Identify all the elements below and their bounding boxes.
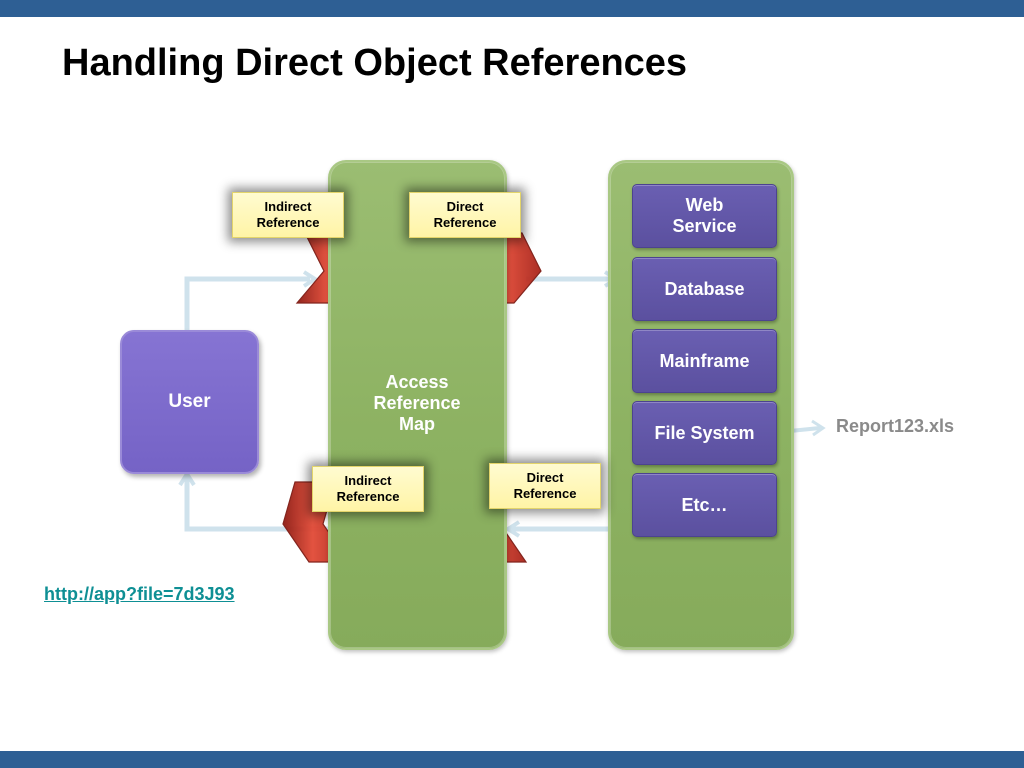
connector-user-to-map-arrowhead [302, 270, 319, 288]
bottom-banner [0, 751, 1024, 768]
note-direct-reference-bottom: Direct Reference [489, 463, 601, 509]
note-label: Direct Reference [433, 199, 497, 230]
note-indirect-reference-bottom: Indirect Reference [312, 466, 424, 512]
note-indirect-reference-top: Indirect Reference [232, 192, 344, 238]
resource-label: Database [664, 278, 745, 299]
resource-database: Database [632, 257, 777, 321]
connector-map-to-user [184, 478, 330, 532]
example-url-link[interactable]: http://app?file=7d3J93 [44, 584, 235, 604]
resource-web-service: Web Service [632, 184, 777, 248]
access-reference-map-panel [328, 160, 507, 650]
map-label-line: Reference [373, 393, 461, 413]
note-label: Indirect Reference [336, 473, 400, 504]
resource-etc: Etc… [632, 473, 777, 537]
resource-label: Mainframe [659, 350, 750, 371]
connector-resources-to-map-arrowhead [504, 520, 521, 538]
slide-title: Handling Direct Object References [62, 42, 688, 84]
report-file-label: Report123.xls [836, 416, 955, 436]
resource-file-system: File System [632, 401, 777, 465]
map-label-line: Map [399, 414, 435, 434]
connector-user-to-map [184, 276, 310, 332]
user-box: User [120, 330, 259, 474]
resource-label: File System [654, 422, 755, 443]
connector-file-to-report-arrowhead [811, 419, 826, 437]
user-label: User [168, 391, 211, 412]
map-label-line: Access [385, 372, 449, 392]
resource-mainframe: Mainframe [632, 329, 777, 393]
access-reference-map-label: Access Reference Map [328, 372, 506, 435]
top-banner [0, 0, 1024, 17]
resource-label: Web Service [672, 195, 737, 236]
note-label: Direct Reference [513, 470, 577, 501]
note-direct-reference-top: Direct Reference [409, 192, 521, 238]
connector-map-to-user-arrowhead [178, 470, 196, 487]
resource-label: Etc… [681, 494, 728, 515]
note-label: Indirect Reference [256, 199, 320, 230]
